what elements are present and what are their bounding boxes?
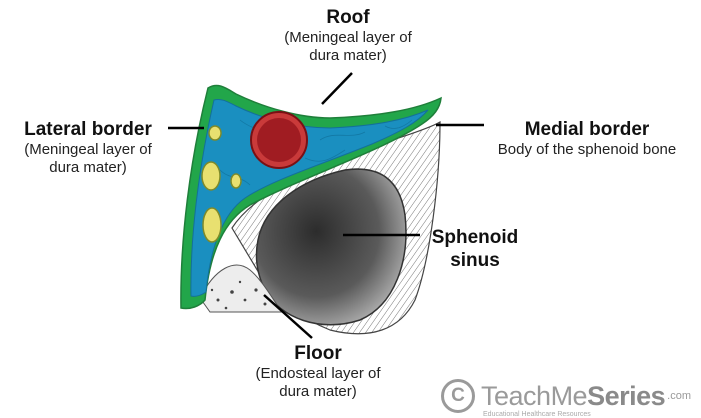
floor-label: Floor (Endosteal layer of dura mater) bbox=[238, 342, 398, 402]
teachmeseries-logo: C TeachMeSeries .com Educational Healthc… bbox=[441, 379, 691, 418]
logo-tagline: Educational Healthcare Resources bbox=[483, 411, 591, 418]
pointer-lines bbox=[168, 72, 484, 339]
nerve-trochlear bbox=[230, 173, 242, 189]
bone-speckles bbox=[210, 280, 267, 310]
cranial-nerves bbox=[201, 125, 242, 243]
medial-title: Medial border bbox=[524, 119, 650, 140]
sinus-title-2: sinus bbox=[450, 250, 500, 272]
lateral-border-label: Lateral border (Meningeal layer of dura … bbox=[8, 118, 168, 178]
sinus-title-1: Sphenoid bbox=[431, 227, 519, 248]
floor-desc-1: (Endosteal layer of bbox=[255, 365, 381, 383]
nerve-oculomotor bbox=[208, 125, 222, 141]
lateral-desc-1: (Meningeal layer of bbox=[24, 141, 152, 159]
copyright-icon: C bbox=[441, 379, 476, 413]
roof-pointer bbox=[321, 72, 353, 105]
nerve-maxillary bbox=[202, 207, 222, 243]
logo-wordmark: TeachMeSeries bbox=[481, 380, 666, 412]
roof-desc-2: dura mater) bbox=[309, 47, 387, 65]
nerve-ophthalmic bbox=[201, 161, 221, 191]
floor-desc-2: dura mater) bbox=[279, 383, 357, 401]
medial-border-label: Medial border Body of the sphenoid bone bbox=[482, 118, 692, 159]
roof-title: Roof bbox=[326, 7, 370, 28]
floor-pointer bbox=[263, 294, 313, 339]
roof-label: Roof (Meningeal layer of dura mater) bbox=[268, 6, 428, 66]
lateral-title: Lateral border bbox=[24, 119, 152, 140]
logo-name-bold: Series bbox=[587, 380, 666, 411]
medial-desc-1: Body of the sphenoid bone bbox=[497, 141, 677, 159]
logo-name-light: TeachMe bbox=[481, 380, 588, 411]
floor-title: Floor bbox=[294, 343, 342, 364]
roof-desc-1: (Meningeal layer of bbox=[284, 29, 412, 47]
lateral-desc-2: dura mater) bbox=[49, 159, 127, 177]
sphenoid-sinus-label: Sphenoid sinus bbox=[425, 226, 525, 272]
internal-carotid-artery-lumen bbox=[257, 118, 301, 162]
logo-tld: .com bbox=[667, 390, 691, 402]
